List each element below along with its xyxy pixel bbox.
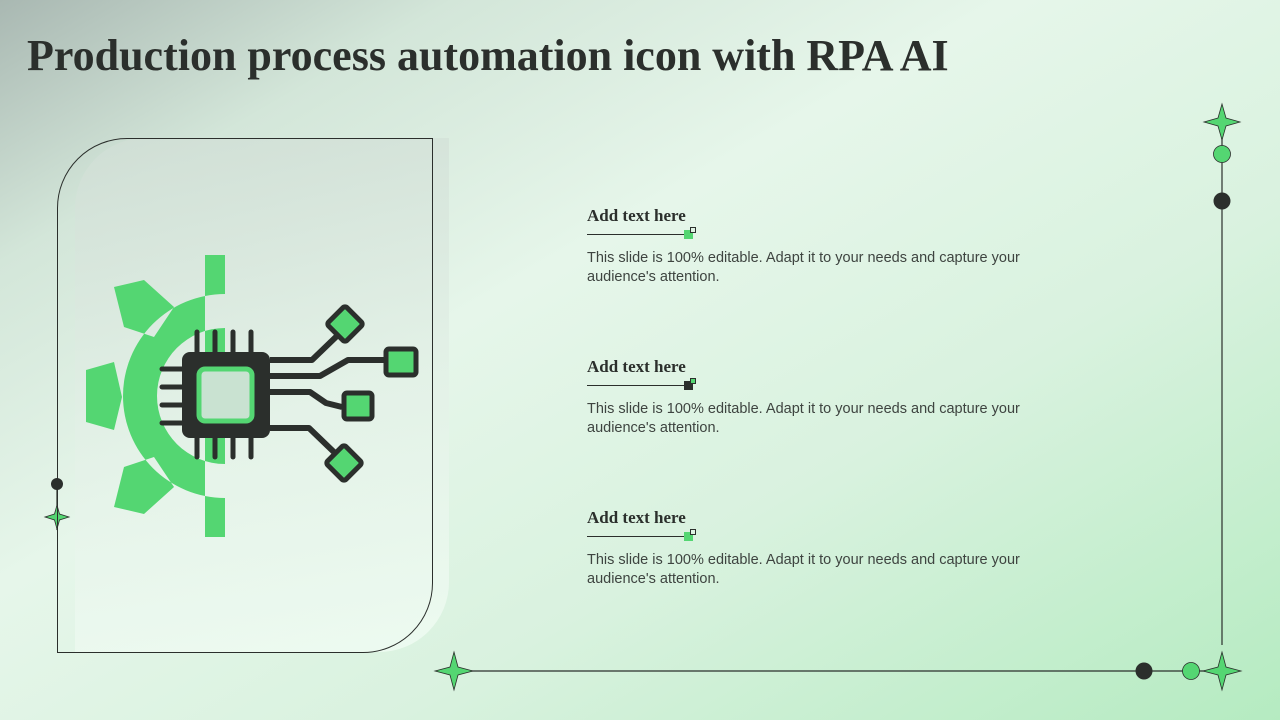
item-divider: [587, 378, 697, 390]
sparkle-icon: [1201, 650, 1243, 692]
item-divider: [587, 529, 697, 541]
dot-dark: [1135, 662, 1153, 680]
dot-green: [1182, 662, 1200, 680]
item-heading: Add text here: [587, 357, 686, 376]
icon-card-outline: [57, 138, 433, 653]
item-body: This slide is 100% editable. Adapt it to…: [587, 552, 1020, 587]
item-heading: Add text here: [587, 206, 686, 225]
item-divider: [587, 227, 697, 239]
item-heading: Add text here: [587, 508, 686, 527]
sparkle-icon: [433, 650, 475, 692]
item-body: This slide is 100% editable. Adapt it to…: [587, 250, 1020, 285]
sparkle-icon: [1202, 102, 1242, 142]
text-item-1: Add text here This slide is 100% editabl…: [587, 206, 1067, 287]
dot-dark: [1213, 192, 1231, 210]
gear-chip-circuit-icon: [84, 252, 424, 542]
text-item-2: Add text here This slide is 100% editabl…: [587, 357, 1067, 438]
item-body: This slide is 100% editable. Adapt it to…: [587, 401, 1020, 436]
text-item-3: Add text here This slide is 100% editabl…: [587, 508, 1067, 589]
slide-title: Production process automation icon with …: [27, 31, 949, 80]
dot-green: [1213, 145, 1231, 163]
